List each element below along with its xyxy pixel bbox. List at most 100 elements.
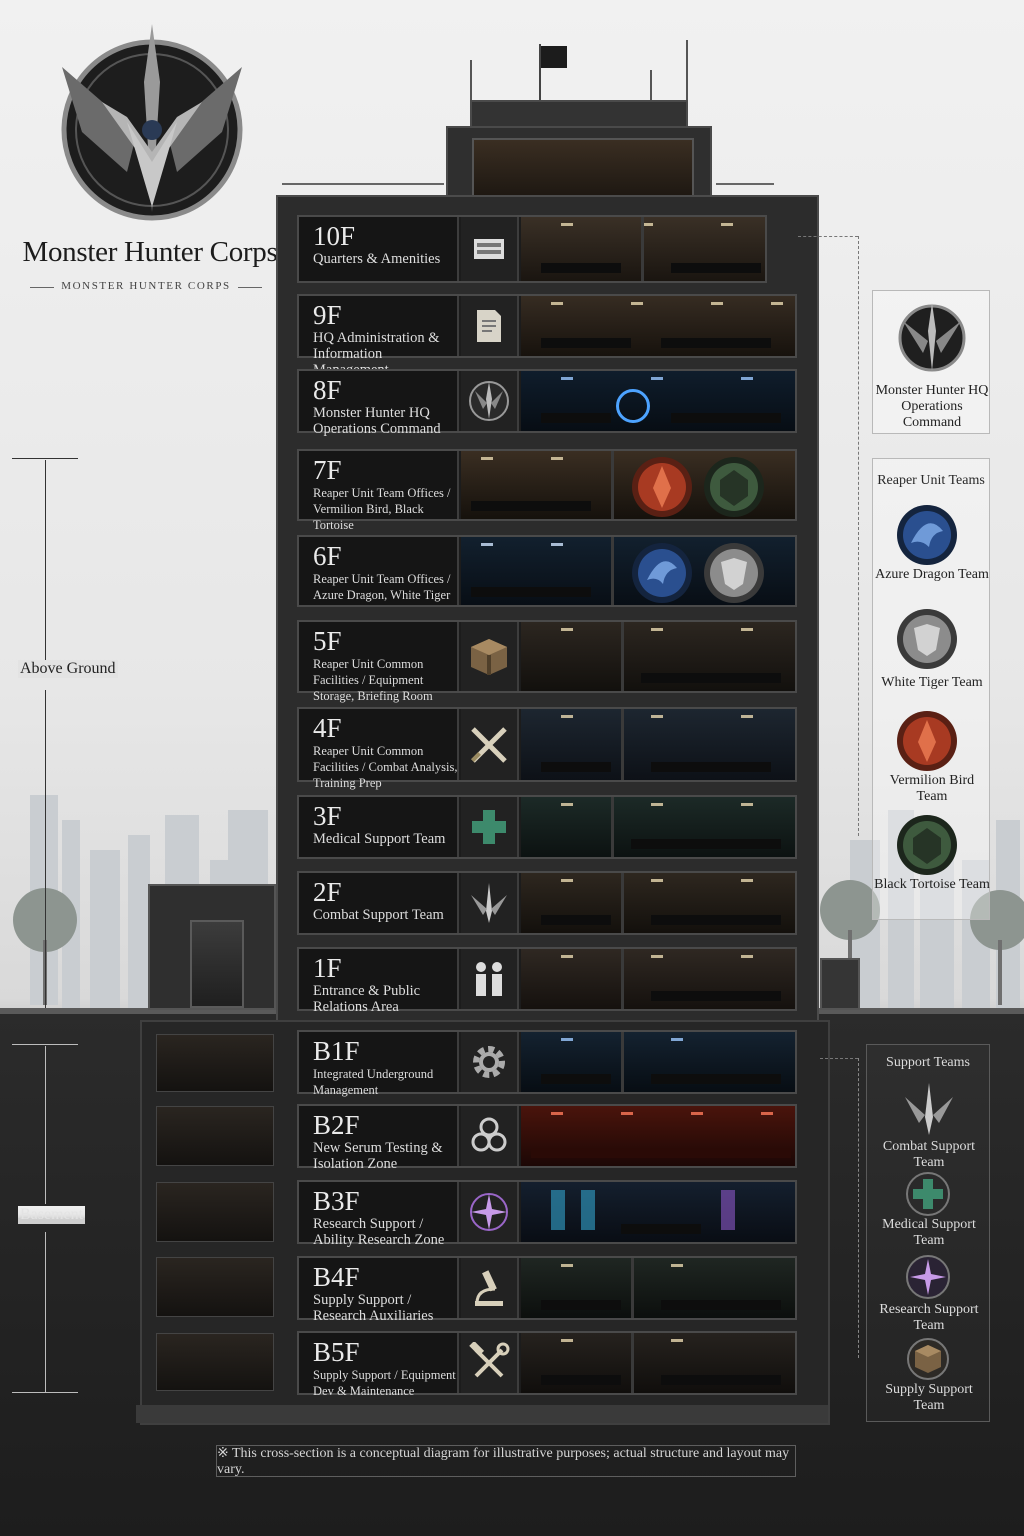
above-range-line-lower (45, 690, 46, 1008)
compass-rune-icon (461, 1182, 519, 1242)
floor-number: 2F (313, 877, 342, 907)
corps-emblem-icon (898, 303, 966, 372)
floor-name: Supply Support / Equipment Dev & Mainten… (313, 1368, 456, 1398)
crate-icon (907, 1338, 949, 1380)
room-view (521, 1333, 795, 1393)
floor-name: New Serum Testing & Isolation Zone (313, 1140, 443, 1172)
document-icon (461, 296, 519, 356)
floor-name: Medical Support Team (313, 831, 446, 847)
roof-railing (716, 183, 774, 185)
white-tiger-crest-icon (704, 543, 764, 603)
vermilion-bird-crest-icon (632, 457, 692, 517)
corps-emblem-icon (461, 371, 519, 431)
command-panel-name: Monster Hunter HQ Operations Command (875, 383, 989, 430)
white-tiger-crest-icon (897, 609, 957, 669)
team-name: Medical Support Team (882, 1217, 976, 1248)
team-name: Vermilion Bird Team (889, 773, 975, 804)
brand-title: Monster Hunter Corps (22, 236, 278, 268)
research-lab-view (521, 1182, 795, 1242)
floor-name: Research Support / Ability Research Zone (313, 1216, 445, 1248)
support-teams-panel: Support Teams Combat Support Team Medica… (866, 1044, 990, 1422)
basement-range-top-cap (12, 1044, 78, 1045)
compass-rune-icon (906, 1255, 950, 1299)
floor-name: Supply Support / Research Auxiliaries (313, 1292, 434, 1324)
wrench-hammer-icon (461, 1333, 519, 1393)
floor-name: Reaper Unit Common Facilities / Equipmen… (313, 657, 433, 703)
floor-number: 4F (313, 713, 342, 743)
basement-label: Basement (18, 1206, 86, 1224)
team-name: Black Tortoise Team (874, 877, 990, 892)
azure-dragon-crest-icon (897, 505, 957, 565)
basement-range-line-upper (45, 1046, 46, 1204)
basement-side-room (156, 1257, 274, 1317)
room-view (521, 622, 795, 691)
room-view (461, 537, 795, 605)
command-room-view (521, 371, 795, 431)
basement-side-room (156, 1034, 274, 1092)
azure-dragon-crest-icon (632, 543, 692, 603)
above-range-top-cap (12, 458, 78, 459)
corps-emblem-logo (61, 24, 243, 221)
room-view (521, 709, 795, 780)
reaper-panel-title: Reaper Unit Teams (877, 473, 985, 488)
floor-name: Entrance & Public Relations Area (313, 983, 421, 1015)
basement-side-room (156, 1182, 274, 1242)
specimen-tank (581, 1190, 595, 1230)
command-panel: Monster Hunter HQ Operations Command (872, 290, 990, 434)
room-view (521, 1032, 795, 1092)
team-name: Research Support Team (879, 1302, 979, 1333)
team-name: White Tiger Team (881, 675, 983, 690)
floor-number: 10F (313, 221, 356, 251)
gear-icon (461, 1032, 519, 1092)
medical-cross-icon (461, 797, 519, 857)
bed-icon (461, 217, 519, 281)
floor-number: 9F (313, 300, 342, 330)
black-tortoise-crest-icon (704, 457, 764, 517)
floor-number: 8F (313, 375, 342, 405)
team-name: Combat Support Team (882, 1139, 976, 1170)
team-name: Supply Support Team (885, 1382, 973, 1413)
side-structure (820, 958, 860, 1010)
winged-blade-icon (905, 1083, 953, 1135)
floor-number: 7F (313, 455, 342, 485)
basement-side-room (156, 1333, 274, 1391)
floor-name: Quarters & Amenities (313, 251, 441, 267)
floor-number: 1F (313, 953, 342, 983)
floor-number: B4F (313, 1262, 360, 1292)
room-view (521, 797, 795, 857)
basement-range-bottom-cap (12, 1392, 78, 1393)
winged-blade-icon (461, 873, 519, 933)
room-view (521, 217, 765, 281)
above-ground-label: Above Ground (18, 660, 118, 678)
antenna (686, 40, 688, 102)
flag-pole (539, 44, 541, 102)
corps-flag (541, 46, 567, 68)
crossed-swords-icon (461, 709, 519, 780)
serum-lab-view (521, 1106, 795, 1166)
roof-penthouse-window (472, 138, 694, 198)
room-view (521, 873, 795, 933)
room-view (521, 296, 795, 356)
medical-cross-icon (906, 1172, 950, 1216)
connector-line (820, 1058, 858, 1059)
antenna (650, 70, 652, 102)
connector-line (858, 1058, 859, 1358)
brand-subtitle: MONSTER HUNTER CORPS (30, 280, 262, 292)
floor-name: Reaper Unit Team Offices / Azure Dragon,… (313, 572, 451, 602)
floor-name: Combat Support Team (313, 907, 444, 923)
black-tortoise-crest-icon (897, 815, 957, 875)
floor-number: 3F (313, 801, 342, 831)
